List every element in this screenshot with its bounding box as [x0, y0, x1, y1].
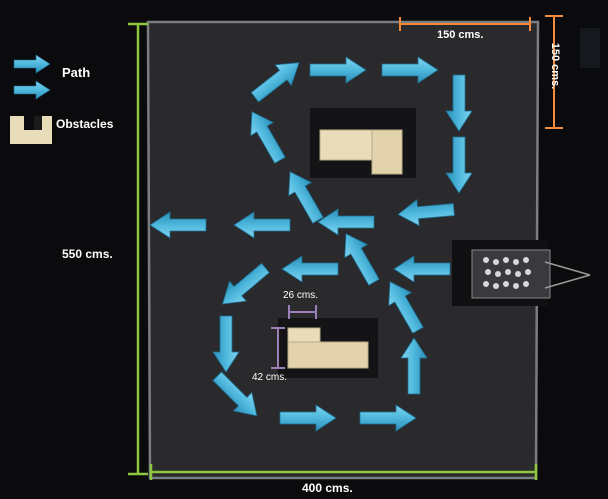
- legend-obstacles-label: Obstacles: [56, 117, 114, 131]
- legend-obstacle-icon: [10, 116, 52, 144]
- robot-vehicle: [452, 240, 591, 306]
- grid-height-label: 150 cms.: [549, 42, 562, 90]
- corner-device: [580, 28, 600, 68]
- arena-width-label: 400 cms.: [302, 481, 353, 495]
- obstacle-block-lower: [278, 318, 378, 378]
- obstacle-width-marker: [288, 305, 317, 319]
- grid-height-marker: [545, 15, 563, 129]
- obstacle-height-label: 42 cms.: [252, 372, 288, 383]
- grid-width-label: 150 cms.: [437, 29, 484, 41]
- arena-height-label: 550 cms.: [62, 247, 113, 261]
- obstacle-block-upper: [310, 108, 416, 178]
- grid-width-marker: [399, 17, 531, 31]
- obstacle-height-marker: [271, 327, 285, 369]
- legend-path-label: Path: [62, 65, 91, 80]
- obstacle-width-label: 26 cms.: [283, 290, 319, 301]
- arena-floor: [148, 22, 538, 478]
- arena-width-marker: [149, 464, 538, 480]
- arena-height-marker: [128, 22, 148, 476]
